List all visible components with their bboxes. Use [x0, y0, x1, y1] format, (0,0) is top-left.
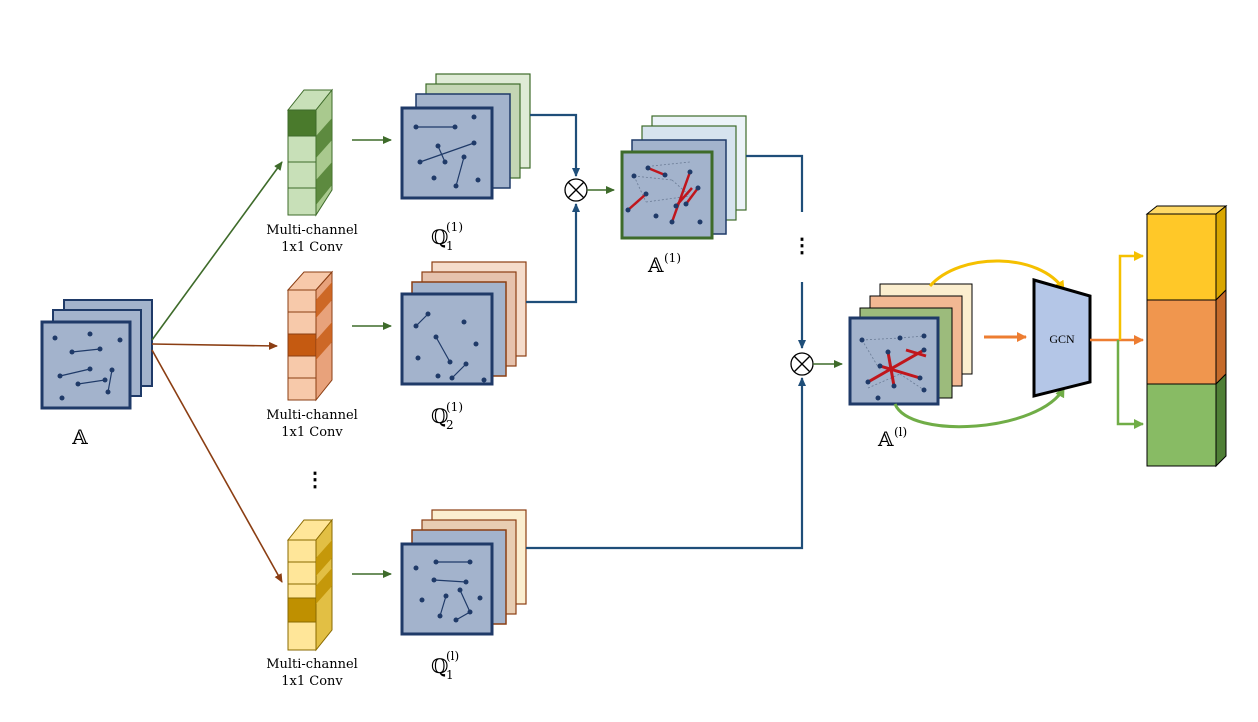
green-conv-label-line2: 1x1 Conv	[281, 240, 343, 255]
yellow-conv-label-line1: Multi-channel	[266, 657, 358, 672]
al-stack	[848, 283, 973, 406]
line-a1-exit	[746, 154, 804, 212]
q1-stack	[400, 73, 531, 200]
q2-symbol: ℚ	[431, 404, 448, 428]
a1-superscript: (1)	[664, 251, 681, 265]
green-conv-stack	[286, 88, 334, 217]
input-adjacency-stack	[40, 299, 153, 410]
q1-label: ℚ 1 (1)	[431, 220, 463, 253]
yellow-conv-stack	[286, 518, 334, 652]
orange-conv-label-line1: Multi-channel	[266, 408, 358, 423]
ql-subscript: 1	[446, 668, 454, 682]
q2-superscript: (1)	[446, 400, 463, 414]
q2-label: ℚ 2 (1)	[431, 400, 463, 432]
ql-symbol: ℚ	[431, 654, 448, 678]
a1-stack	[620, 115, 747, 240]
multiply-operator-2	[790, 352, 814, 376]
q1-symbol: ℚ	[431, 225, 448, 249]
arrow-to-green-conv	[151, 161, 283, 341]
line-q2-to-multiply	[526, 203, 580, 304]
q1-superscript: (1)	[446, 220, 463, 234]
q2-subscript: 2	[446, 418, 454, 432]
ql-superscript: (l)	[446, 649, 459, 663]
orange-conv-stack	[286, 270, 334, 402]
arrow-gcn-to-yellow-output	[1118, 251, 1144, 340]
yellow-conv-label-line2: 1x1 Conv	[281, 674, 343, 689]
a-input-symbol: 𝔸	[71, 425, 88, 449]
multiply-operator-1	[564, 178, 588, 202]
output-yellow-block	[1145, 204, 1228, 302]
a1-symbol: 𝔸	[647, 253, 664, 277]
arrow-yellow-curve-to-gcn	[928, 259, 1066, 291]
al-superscript: (l)	[894, 425, 907, 439]
ql-label: ℚ 1 (l)	[431, 649, 459, 682]
a1-label: 𝔸 (1)	[647, 251, 681, 277]
line-q1-to-multiply	[530, 113, 580, 177]
gcn-label: GCN	[1049, 332, 1075, 346]
orange-conv-label-line2: 1x1 Conv	[281, 425, 343, 440]
arrow-green-curve-to-gcn	[893, 387, 1066, 429]
arrow-gcn-to-green-output	[1116, 340, 1144, 429]
line-ql-to-multiply-2	[526, 377, 806, 550]
green-conv-label-line1: Multi-channel	[266, 223, 358, 238]
output-green-block	[1146, 372, 1227, 468]
output-orange-block	[1146, 288, 1227, 386]
q1-subscript: 1	[446, 239, 454, 253]
arrow-to-yellow-conv	[151, 349, 283, 583]
input-adjacency-label: 𝔸	[71, 425, 88, 449]
al-label: 𝔸 (l)	[877, 425, 907, 451]
gcn-block: GCN	[1032, 278, 1092, 398]
conv-ellipsis: ⋮	[305, 467, 325, 491]
ql-stack	[400, 509, 527, 636]
arrow-to-orange-conv	[151, 341, 278, 350]
al-symbol: 𝔸	[877, 427, 894, 451]
layer-ellipsis: ⋮	[792, 233, 812, 257]
q2-stack	[400, 261, 527, 386]
